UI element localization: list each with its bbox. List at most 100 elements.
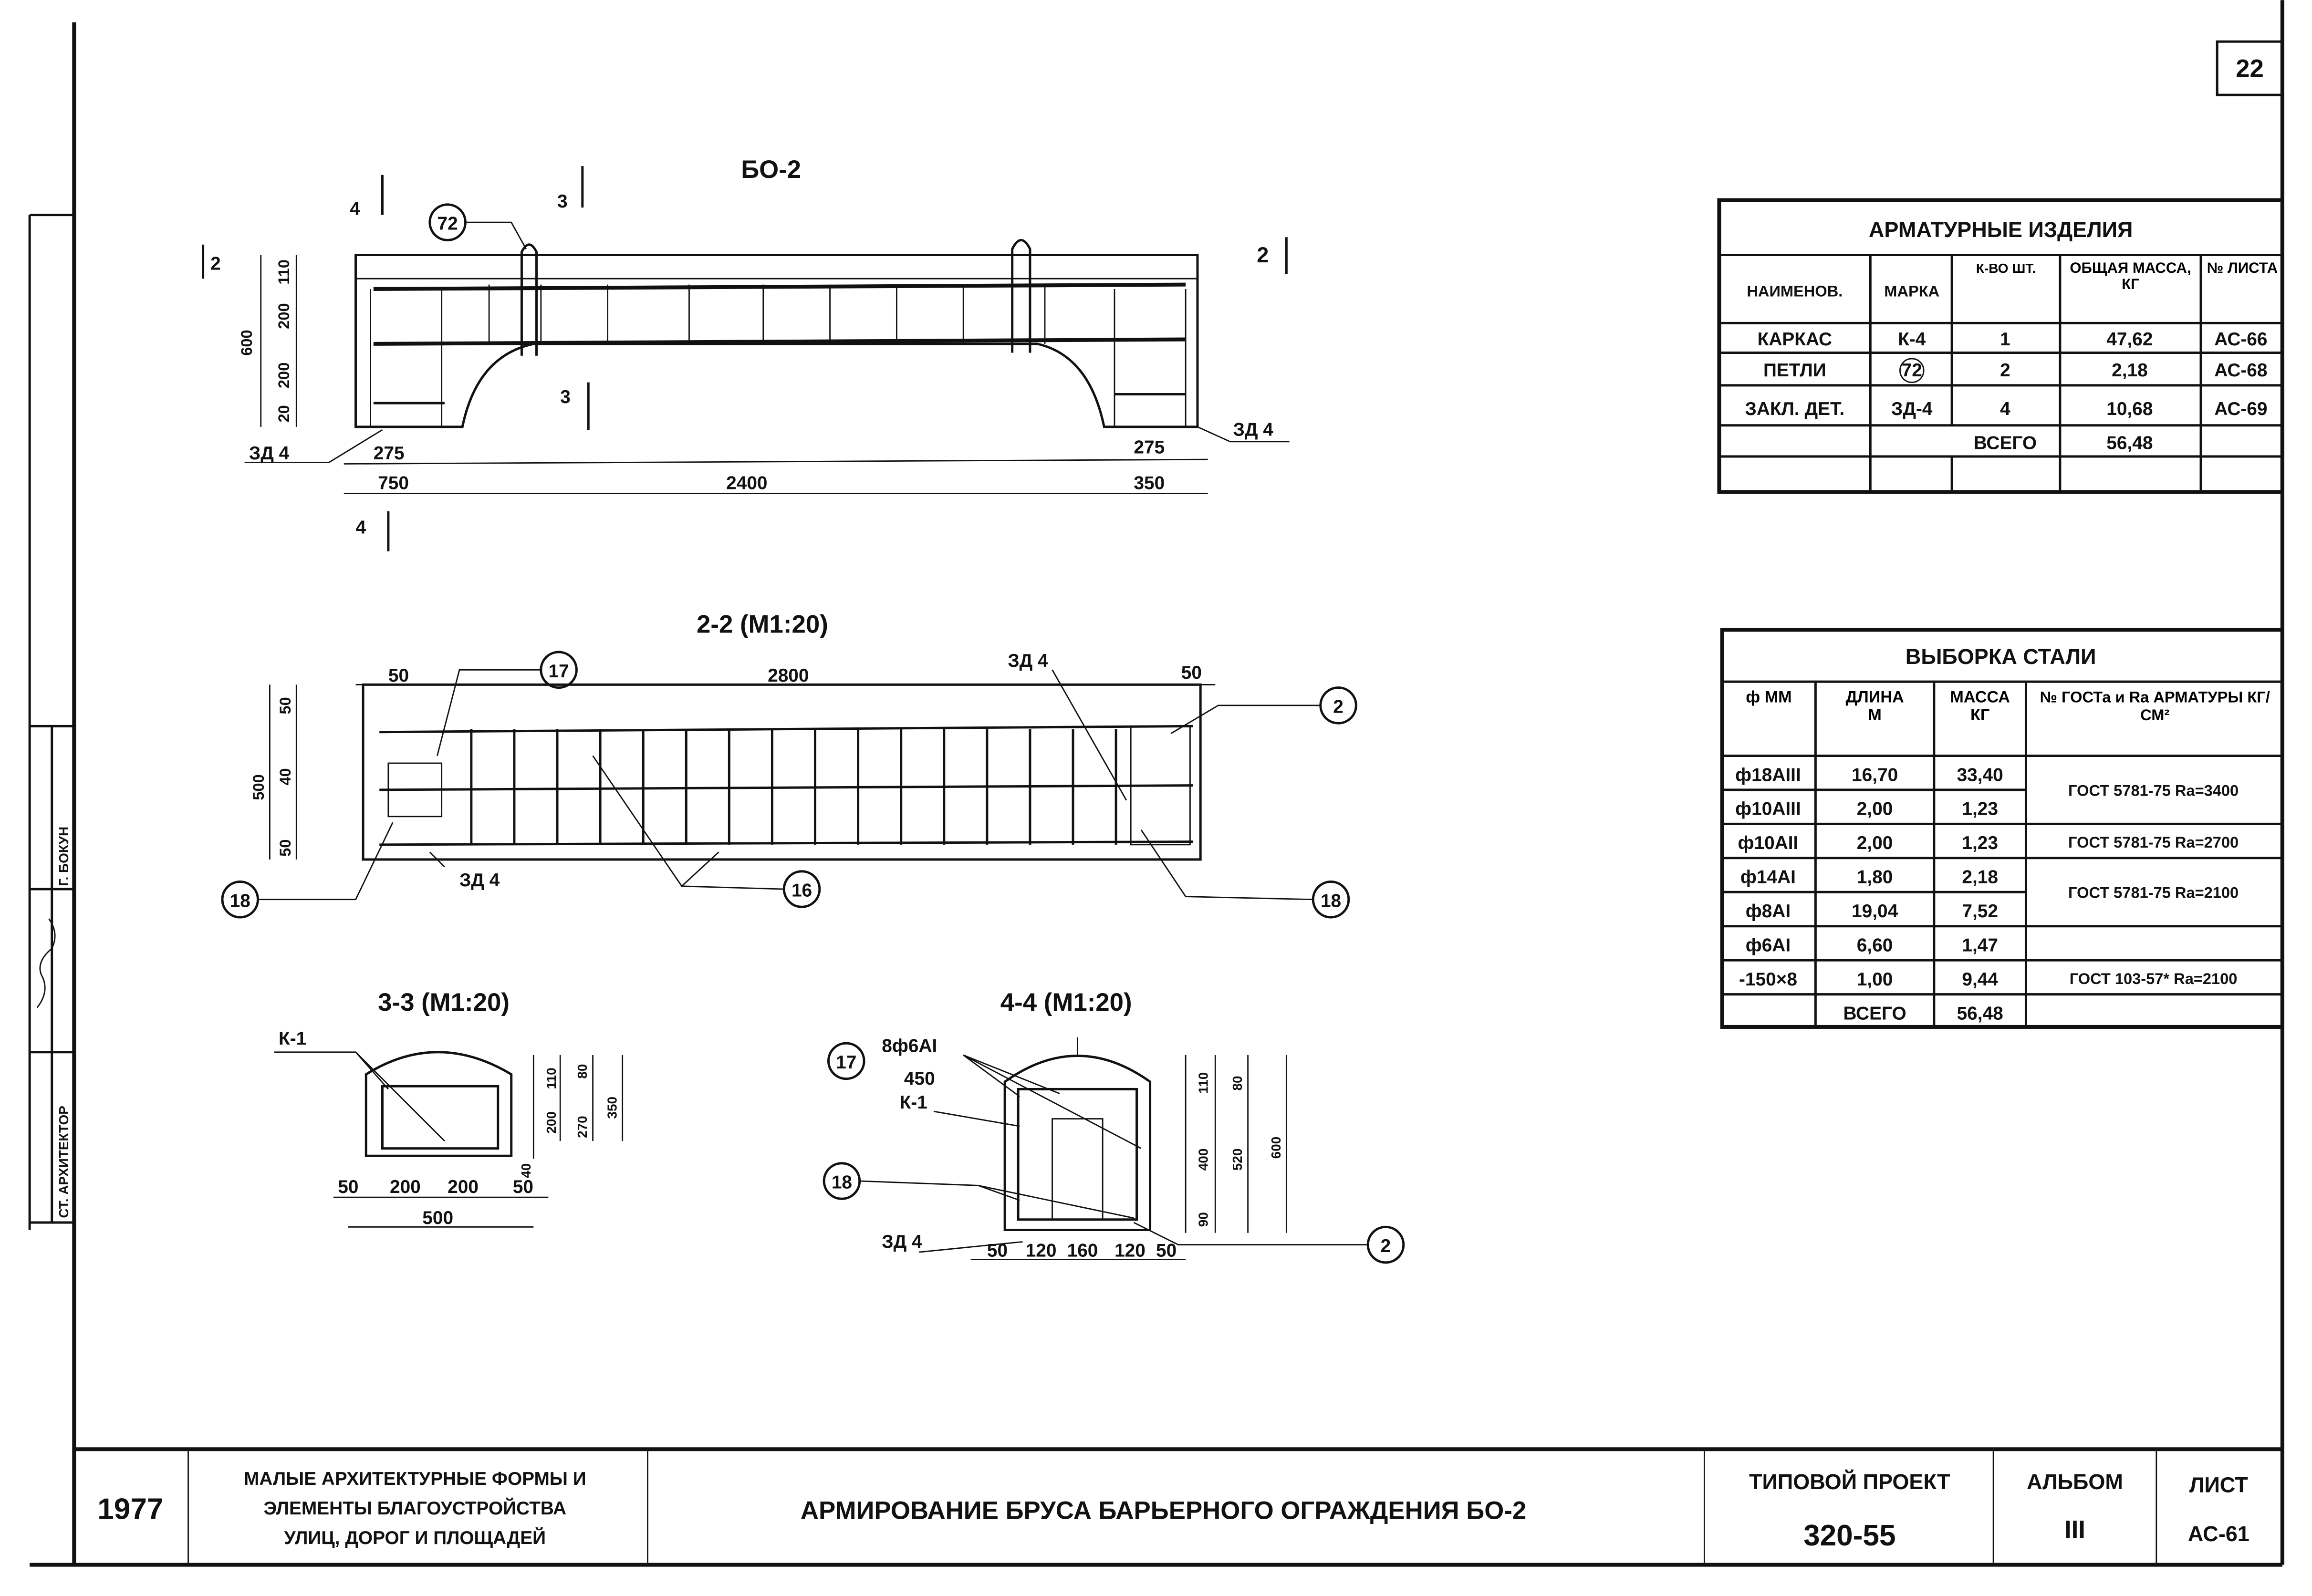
- steel-cell: 1,47: [1962, 935, 1998, 956]
- svg-text:200: 200: [390, 1177, 421, 1197]
- svg-text:8ф6АI: 8ф6АI: [882, 1036, 937, 1057]
- steel-cell: ф8АI: [1746, 901, 1791, 922]
- section-2-2-view: 2-2 (М1:20) 50 2800 50 50 500 40 50 17 2…: [221, 611, 1357, 919]
- products-cell: АС-66: [2214, 329, 2267, 350]
- svg-text:20: 20: [275, 405, 292, 422]
- svg-text:2: 2: [1381, 1236, 1391, 1256]
- svg-text:110: 110: [275, 259, 292, 285]
- svg-text:2: 2: [210, 254, 221, 274]
- svg-text:18: 18: [832, 1172, 852, 1193]
- steel-cell: 6,60: [1857, 935, 1893, 956]
- album-label: АЛЬБОМ: [2027, 1470, 2123, 1494]
- svg-text:ГОСТ 5781-75 Rа=2100: ГОСТ 5781-75 Rа=2100: [2068, 884, 2239, 902]
- page-number-box: 22: [2216, 40, 2284, 96]
- svg-text:400: 400: [1196, 1149, 1211, 1171]
- steel-cell: 16,70: [1852, 765, 1898, 785]
- svg-text:520: 520: [1230, 1149, 1245, 1171]
- svg-text:17: 17: [836, 1052, 856, 1073]
- products-cell: ПЕТЛИ: [1763, 360, 1826, 381]
- svg-text:350: 350: [1134, 473, 1165, 493]
- svg-text:ГОСТ 103-57* Rа=2100: ГОСТ 103-57* Rа=2100: [2070, 970, 2238, 987]
- svg-text:ЗД 4: ЗД 4: [1233, 419, 1274, 440]
- svg-text:18: 18: [230, 891, 250, 911]
- products-cell: ЗД-4: [1891, 399, 1933, 419]
- series-line-3: УЛИЦ, ДОРОГ И ПЛОЩАДЕЙ: [284, 1527, 546, 1548]
- svg-text:18: 18: [1321, 891, 1341, 911]
- products-cell: АС-68: [2214, 360, 2267, 381]
- products-cell: АС-69: [2214, 399, 2267, 419]
- steel-cell: 2,00: [1857, 799, 1893, 819]
- svg-text:350: 350: [604, 1097, 619, 1119]
- svg-text:2: 2: [1257, 243, 1269, 267]
- svg-text:56,48: 56,48: [2106, 433, 2153, 453]
- steel-cell: 1,80: [1857, 867, 1893, 888]
- svg-text:ВСЕГО: ВСЕГО: [1843, 1003, 1906, 1024]
- svg-text:200: 200: [544, 1111, 559, 1134]
- svg-text:72: 72: [437, 214, 458, 234]
- svg-text:40: 40: [276, 768, 294, 785]
- section-4-4-view: 4-4 (М1:20) 8ф6АI 450 К-1 17 18 2 ЗД 4 1…: [823, 988, 1405, 1264]
- series-line-2: ЭЛЕМЕНТЫ БЛАГОУСТРОЙСТВА: [264, 1497, 566, 1519]
- svg-text:50: 50: [388, 665, 409, 686]
- svg-text:500: 500: [250, 774, 267, 800]
- svg-text:600: 600: [238, 330, 255, 355]
- year: 1977: [97, 1492, 163, 1525]
- svg-text:50: 50: [987, 1240, 1008, 1261]
- svg-text:ГОСТ 5781-75 Rа=2700: ГОСТ 5781-75 Rа=2700: [2068, 833, 2239, 851]
- section-2-2-title: 2-2 (М1:20): [697, 611, 828, 639]
- section-3-3-title: 3-3 (М1:20): [378, 988, 510, 1016]
- products-cell: 2,18: [2112, 360, 2148, 381]
- svg-text:50: 50: [276, 839, 294, 856]
- svg-text:3: 3: [557, 191, 568, 212]
- products-cell: ЗАКЛ. ДЕТ.: [1745, 399, 1845, 419]
- steel-table: ВЫБОРКА СТАЛИ ф ММ ДЛИНА М МАССА КГ № ГО…: [1720, 628, 2284, 1029]
- svg-text:160: 160: [1067, 1240, 1098, 1261]
- steel-cell: 1,23: [1962, 833, 1998, 853]
- svg-text:ЗД 4: ЗД 4: [1008, 651, 1048, 671]
- svg-text:200: 200: [275, 363, 292, 388]
- products-cell: К-4: [1898, 329, 1926, 350]
- svg-text:ЗД 4: ЗД 4: [249, 443, 290, 464]
- svg-text:750: 750: [378, 473, 409, 493]
- svg-text:80: 80: [575, 1064, 590, 1079]
- svg-text:К-1: К-1: [900, 1092, 927, 1113]
- series-line-1: МАЛЫЕ АРХИТЕКТУРНЫЕ ФОРМЫ И: [244, 1469, 586, 1489]
- products-cell: КАРКАС: [1758, 329, 1832, 350]
- sheet-number: АС-61: [2188, 1522, 2250, 1546]
- svg-text:МАРКА: МАРКА: [1884, 282, 1939, 300]
- svg-text:2800: 2800: [768, 665, 809, 686]
- steel-cell: ф10АII: [1738, 833, 1799, 853]
- products-table-title: АРМАТУРНЫЕ ИЗДЕЛИЯ: [1869, 218, 2133, 242]
- svg-text:120: 120: [1026, 1240, 1057, 1261]
- album-number: III: [2064, 1516, 2085, 1544]
- section-3-3-view: 3-3 (М1:20) К-1 110 80 200 270 350 40 50…: [274, 988, 624, 1228]
- svg-text:50: 50: [1181, 663, 1202, 683]
- project-number: 320-55: [1803, 1519, 1895, 1552]
- svg-text:17: 17: [549, 661, 569, 682]
- title-block: 1977 МАЛЫЕ АРХИТЕКТУРНЫЕ ФОРМЫ И ЭЛЕМЕНТ…: [74, 1447, 2282, 1565]
- products-cell: 47,62: [2106, 329, 2153, 350]
- steel-cell: 2,00: [1857, 833, 1893, 853]
- sheet-label: ЛИСТ: [2189, 1472, 2248, 1497]
- svg-text:40: 40: [519, 1163, 533, 1178]
- steel-cell: 1,23: [1962, 799, 1998, 819]
- steel-cell: 2,18: [1962, 867, 1998, 888]
- svg-text:НАИМЕНОВ.: НАИМЕНОВ.: [1747, 282, 1843, 300]
- svg-text:275: 275: [1134, 437, 1165, 458]
- svg-text:4: 4: [356, 518, 366, 538]
- products-cell: 1: [2000, 329, 2010, 350]
- svg-text:ЗД 4: ЗД 4: [882, 1232, 922, 1252]
- svg-text:120: 120: [1114, 1240, 1146, 1261]
- svg-text:600: 600: [1269, 1137, 1283, 1159]
- steel-cell: ф18АIII: [1735, 765, 1801, 785]
- svg-text:50: 50: [338, 1177, 358, 1197]
- svg-text:200: 200: [275, 303, 292, 329]
- svg-text:2: 2: [1333, 696, 1343, 717]
- side-stamp: Г. БОКУН СТ. АРХИТЕКТОР: [30, 725, 74, 1224]
- project-label: ТИПОВОЙ ПРОЕКТ: [1749, 1470, 1950, 1494]
- svg-text:110: 110: [544, 1067, 559, 1089]
- steel-cell: ф6АI: [1746, 935, 1791, 956]
- svg-text:110: 110: [1196, 1072, 1211, 1094]
- steel-cell: 9,44: [1962, 969, 1998, 990]
- svg-text:16: 16: [791, 881, 812, 901]
